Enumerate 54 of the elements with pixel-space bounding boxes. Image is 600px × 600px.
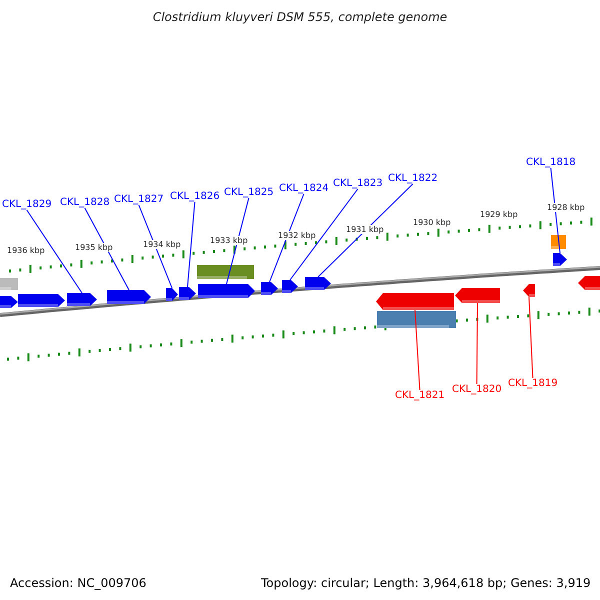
leader-line: [318, 184, 414, 278]
scale-label: 1935 kbp: [74, 243, 114, 252]
gene-block: [578, 276, 600, 290]
gene-block: [67, 293, 97, 306]
scale-label: 1928 kbp: [546, 203, 586, 212]
scale-label: 1933 kbp: [209, 236, 249, 245]
leader-line: [226, 198, 250, 284]
gene-label: CKL_1824: [279, 183, 329, 194]
gene-block: [166, 288, 178, 301]
gene-block: [0, 296, 18, 308]
scale-label: 1929 kbp: [479, 210, 519, 219]
gene-label: CKL_1822: [388, 173, 438, 184]
feature-bar: [0, 278, 18, 290]
feature-bar: [377, 311, 456, 328]
gene-label: CKL_1829: [2, 199, 52, 210]
gene-label: CKL_1826: [170, 191, 220, 202]
gene-label: CKL_1821: [395, 390, 445, 401]
feature-bar: [197, 265, 254, 279]
feature-bar: [551, 235, 566, 249]
gene-block: [282, 280, 298, 293]
scale-label: 1936 kbp: [6, 246, 46, 255]
gene-label: CKL_1820: [452, 384, 502, 395]
gene-block: [305, 277, 331, 290]
gene-block: [107, 290, 151, 304]
gene-block: [261, 282, 278, 295]
scale-label: 1930 kbp: [412, 218, 452, 227]
gene-block: [455, 288, 500, 303]
leader-line: [550, 168, 560, 254]
scale-label: 1932 kbp: [277, 231, 317, 240]
gene-block: [553, 253, 567, 266]
scale-label: 1931 kbp: [345, 225, 385, 234]
title: Clostridium kluyveri DSM 555, complete genome: [152, 10, 448, 24]
gene-label: CKL_1828: [60, 197, 110, 208]
gene-label: CKL_1818: [526, 157, 576, 168]
footer-text: Topology: circular; Length: 3,964,618 bp; Genes: 3,919: [261, 576, 591, 590]
leader-line: [138, 204, 172, 288]
leader-line: [84, 208, 130, 290]
leader-line: [187, 202, 196, 288]
gene-label: CKL_1823: [333, 178, 383, 189]
leader-line: [26, 210, 82, 294]
gene-block: [179, 287, 196, 300]
leader-line: [290, 188, 358, 280]
gene-block: [523, 284, 535, 297]
gene-label: CKL_1827: [114, 194, 164, 205]
leader-line: [476, 302, 478, 384]
gene-label: CKL_1819: [508, 378, 558, 389]
gene-block: [198, 284, 255, 298]
leader-line: [269, 194, 304, 282]
gene-block: [376, 293, 454, 310]
footer-text: Accession: NC_009706: [10, 576, 146, 590]
leader-line: [414, 310, 420, 390]
gene-label: CKL_1825: [224, 187, 274, 198]
leader-line: [528, 296, 534, 378]
scale-label: 1934 kbp: [142, 240, 182, 249]
